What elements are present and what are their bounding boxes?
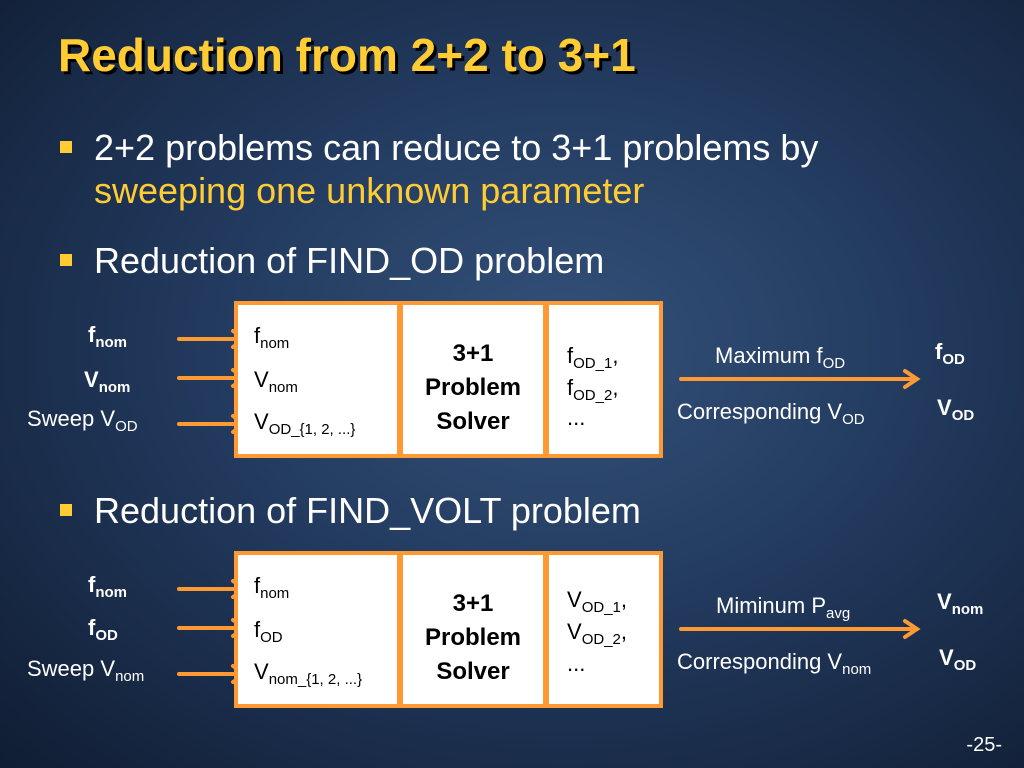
box-output: fOD_2, bbox=[567, 375, 619, 404]
solver-box: 3+1 Problem Solver bbox=[399, 301, 547, 458]
input-label: fOD bbox=[88, 615, 118, 644]
input-label: fnom bbox=[88, 572, 127, 601]
bullet-find-od: Reduction of FIND_OD problem bbox=[60, 239, 760, 283]
bullet-text: Reduction of FIND_OD problem bbox=[94, 240, 605, 281]
page-number: -25- bbox=[966, 734, 1002, 756]
solver-output-box: fOD_1, fOD_2, ... bbox=[545, 301, 663, 458]
bullet-text: Reduction of FIND_VOLT problem bbox=[94, 490, 641, 531]
input-label: Sweep Vnom bbox=[27, 656, 145, 685]
input-label: fnom bbox=[88, 322, 127, 351]
input-label: Sweep VOD bbox=[27, 406, 138, 435]
box-output: fOD_1, bbox=[567, 343, 619, 372]
output-criterion-label: Corresponding VOD bbox=[677, 399, 865, 428]
box-param: fnom bbox=[254, 323, 290, 352]
box-param: fOD bbox=[254, 617, 283, 646]
box-param: fnom bbox=[254, 573, 290, 602]
box-param: VOD_{1, 2, ...} bbox=[254, 409, 356, 438]
output-criterion-label: Miminum Pavg bbox=[716, 593, 851, 622]
output-criterion-label: Corresponding Vnom bbox=[677, 649, 872, 678]
input-params-box: fnom Vnom VOD_{1, 2, ...} bbox=[234, 301, 401, 458]
output-label: VOD bbox=[939, 645, 977, 674]
bullet-find-volt: Reduction of FIND_VOLT problem bbox=[60, 489, 780, 533]
input-label: Vnom bbox=[84, 367, 131, 396]
output-criterion-label: Maximum fOD bbox=[715, 343, 846, 372]
find-od-diagram: fnom Vnom Sweep VOD fnom Vnom VOD_{1, 2,… bbox=[0, 301, 1024, 461]
output-label: fOD bbox=[935, 339, 965, 368]
solver-output-box: VOD_1, VOD_2, ... bbox=[545, 551, 663, 708]
bullet-square-icon bbox=[60, 254, 72, 266]
bullet-square-icon bbox=[60, 504, 72, 516]
bullet-text-line1: 2+2 problems can reduce to 3+1 problems … bbox=[94, 127, 819, 168]
slide-title: Reduction from 2+2 to 3+1 bbox=[58, 29, 636, 81]
box-output: VOD_2, bbox=[567, 619, 627, 648]
bullet-text-highlight: sweeping one unknown parameter bbox=[94, 170, 645, 211]
box-output: ... bbox=[567, 405, 586, 430]
output-arrow-icon bbox=[679, 619, 921, 639]
solver-label: 3+1 Problem Solver bbox=[424, 590, 522, 685]
solver-label: 3+1 Problem Solver bbox=[424, 340, 522, 435]
bullet-sweep: 2+2 problems can reduce to 3+1 problems … bbox=[60, 126, 1000, 216]
output-arrow-icon bbox=[679, 369, 921, 389]
box-output: ... bbox=[567, 651, 586, 676]
box-param: Vnom_{1, 2, ...} bbox=[254, 659, 363, 688]
box-output: VOD_1, bbox=[567, 587, 627, 616]
output-label: VOD bbox=[937, 395, 975, 424]
solver-box: 3+1 Problem Solver bbox=[399, 551, 547, 708]
box-param: Vnom bbox=[254, 367, 298, 396]
find-volt-diagram: fnom fOD Sweep Vnom fnom fOD Vnom_{1, 2,… bbox=[0, 551, 1024, 711]
input-params-box: fnom fOD Vnom_{1, 2, ...} bbox=[234, 551, 401, 708]
bullet-square-icon bbox=[60, 141, 72, 153]
output-label: Vnom bbox=[937, 589, 984, 618]
